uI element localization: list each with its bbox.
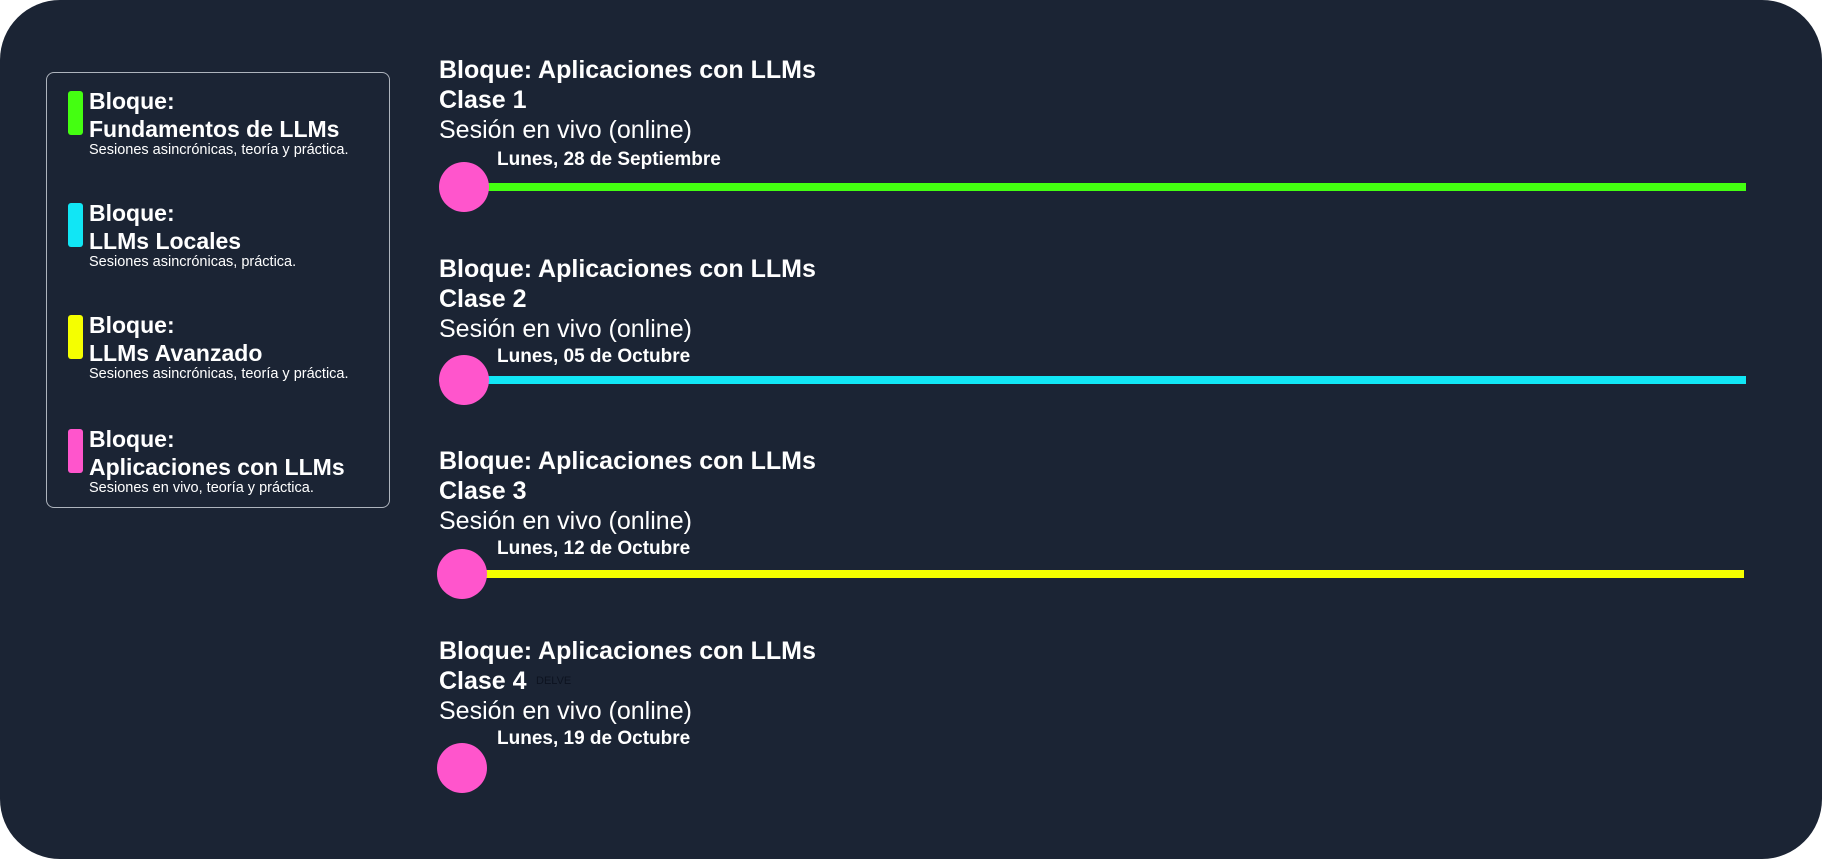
legend-description: Sesiones asincrónicas, teoría y práctica…: [89, 366, 349, 382]
timeline-line: [470, 376, 1746, 384]
legend-title-line2: Aplicaciones con LLMs: [89, 454, 345, 480]
timeline-dot: [439, 162, 489, 212]
session-mode: Sesión en vivo (online): [439, 697, 692, 725]
legend-title: Bloque: Aplicaciones con LLMs: [89, 425, 345, 481]
session-clase-4: Bloque: Aplicaciones con LLMs Clase 4 Se…: [0, 636, 1822, 816]
session-date: Lunes, 28 de Septiembre: [497, 149, 721, 170]
legend-title-line1: Bloque:: [89, 426, 175, 452]
legend-title-line1: Bloque:: [89, 312, 175, 338]
legend-item-aplicaciones: Bloque: Aplicaciones con LLMs Sesiones e…: [47, 411, 389, 501]
timeline-dot: [437, 743, 487, 793]
session-block-title: Bloque: Aplicaciones con LLMs: [439, 637, 816, 665]
timeline-line: [468, 570, 1744, 578]
session-mode: Sesión en vivo (online): [439, 315, 692, 343]
session-date: Lunes, 19 de Octubre: [497, 728, 691, 749]
legend-title: Bloque: Fundamentos de LLMs: [89, 87, 339, 143]
session-block-title: Bloque: Aplicaciones con LLMs: [439, 255, 816, 283]
session-clase-1: Bloque: Aplicaciones con LLMs Clase 1 Se…: [0, 55, 1822, 235]
session-date: Lunes, 12 de Octubre: [497, 538, 691, 559]
session-class-title: Clase 2: [439, 285, 527, 313]
legend-color-bar: [68, 203, 83, 247]
legend-title: Bloque: LLMs Locales: [89, 199, 241, 255]
session-block-title: Bloque: Aplicaciones con LLMs: [439, 56, 816, 84]
session-class-title: Clase 1: [439, 86, 527, 114]
session-mode: Sesión en vivo (online): [439, 507, 692, 535]
session-class-title: Clase 4: [439, 667, 527, 695]
watermark-label: DELVE: [536, 675, 572, 687]
session-mode: Sesión en vivo (online): [439, 116, 692, 144]
legend-title: Bloque: LLMs Avanzado: [89, 311, 262, 367]
legend-color-bar: [68, 315, 83, 359]
legend-title-line2: LLMs Avanzado: [89, 340, 263, 366]
legend-title-line2: Fundamentos de LLMs: [89, 116, 340, 142]
legend-description: Sesiones en vivo, teoría y práctica.: [89, 480, 314, 496]
legend-item-locales: Bloque: LLMs Locales Sesiones asincrónic…: [47, 185, 389, 275]
timeline-line: [470, 183, 1746, 191]
legend-color-bar: [68, 429, 83, 473]
legend-title-line1: Bloque:: [89, 88, 175, 114]
legend-title-line2: LLMs Locales: [89, 228, 242, 254]
legend-item-fundamentos: Bloque: Fundamentos de LLMs Sesiones asi…: [47, 73, 389, 163]
session-class-title: Clase 3: [439, 477, 527, 505]
legend-item-avanzado: Bloque: LLMs Avanzado Sesiones asincróni…: [47, 297, 389, 387]
session-block-title: Bloque: Aplicaciones con LLMs: [439, 447, 816, 475]
legend-description: Sesiones asincrónicas, teoría y práctica…: [89, 142, 349, 158]
session-clase-2: Bloque: Aplicaciones con LLMs Clase 2 Se…: [0, 254, 1822, 434]
legend: Bloque: Fundamentos de LLMs Sesiones asi…: [46, 72, 390, 508]
session-date: Lunes, 05 de Octubre: [497, 346, 691, 367]
legend-description: Sesiones asincrónicas, práctica.: [89, 254, 297, 270]
legend-color-bar: [68, 91, 83, 135]
timeline-dot: [439, 355, 489, 405]
session-clase-3: Bloque: Aplicaciones con LLMs Clase 3 Se…: [0, 446, 1822, 626]
legend-title-line1: Bloque:: [89, 200, 175, 226]
timeline-dot: [437, 549, 487, 599]
